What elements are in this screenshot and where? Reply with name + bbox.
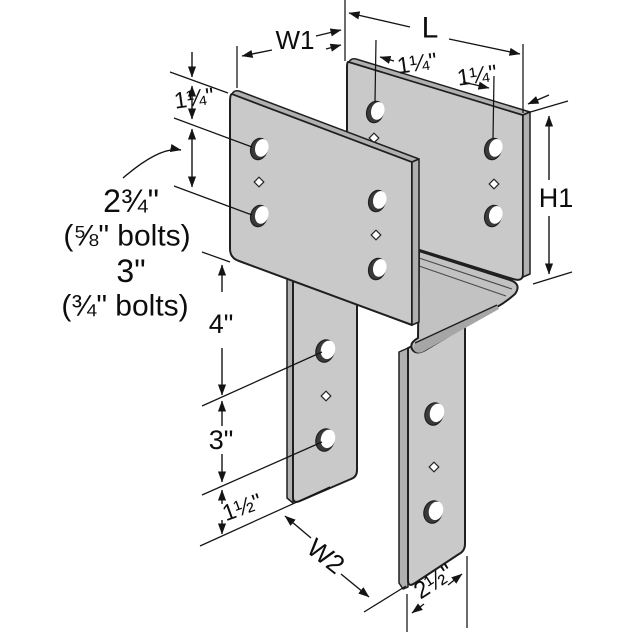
dim-label-w1: W1 <box>276 25 315 55</box>
dim-label-edge-offset-top: 1¼" <box>172 82 215 113</box>
front-plate-right-edge <box>411 158 420 326</box>
dim-edge-offset-back-right: 1¼" <box>455 59 550 140</box>
dim-w2: W2 <box>284 515 407 613</box>
back-plate-right-edge <box>522 111 531 278</box>
dim-label-w2: W2 <box>301 532 350 580</box>
bolt-spacing-b-label: 3" <box>116 253 145 289</box>
dim-label-strap-top-offset: 4" <box>209 309 234 339</box>
front-plate-top-edge <box>231 90 420 163</box>
dim-edge-offset-back-left: 1¼" <box>325 39 439 103</box>
bolt-spacing-a-label: 2¾" <box>103 183 159 219</box>
dim-l: L <box>344 0 524 113</box>
dim-label-strap-hole-spacing: 3" <box>209 425 234 455</box>
right-strap-side-edge <box>398 347 409 590</box>
dim-label-edge-offset-back-left: 1¼" <box>395 47 438 78</box>
back-plate-top-edge <box>348 58 531 116</box>
dim-h1: H1 <box>526 100 574 285</box>
dim-label-edge-offset-back-right: 1¼" <box>455 59 498 90</box>
column-cap-body <box>229 58 531 590</box>
dim-bolt-spacing: 2¾" (⅝" bolts) 3" (¾" bolts) <box>61 128 197 323</box>
dim-label-h1: H1 <box>539 183 574 213</box>
front-plate <box>229 90 420 326</box>
bolt-spacing-b-note: (¾" bolts) <box>61 290 188 323</box>
dim-label-strap-end-offset: 1½" <box>219 488 266 526</box>
beam-seat <box>410 250 519 354</box>
right-column-strap <box>398 321 466 590</box>
dim-edge-offset-top: 1¼" <box>169 52 253 216</box>
bolt-spacing-a-note: (⅝" bolts) <box>63 220 190 253</box>
dim-label-l: L <box>422 12 439 45</box>
dim-strap-column: 4" 3" 1½" <box>199 251 331 547</box>
left-column-strap <box>286 277 358 504</box>
dim-w1: W1 <box>236 25 342 88</box>
